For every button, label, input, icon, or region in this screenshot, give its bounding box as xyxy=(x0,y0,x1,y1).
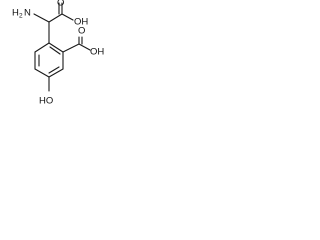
ring-bond-4 xyxy=(34,68,50,78)
phenol-hydroxyl-label: HO xyxy=(39,96,53,107)
acid-carbon-to-oh-bond xyxy=(78,43,91,51)
amine-label-h: H xyxy=(12,8,19,19)
ring-inner-double-1 xyxy=(49,46,61,55)
top-carbonyl-oxygen-label: O xyxy=(57,0,64,9)
right-carbonyl-oxygen-label: O xyxy=(78,26,85,37)
ring-inner-double-2 xyxy=(48,66,60,74)
alpha-carbon-to-carbonyl-bond xyxy=(48,13,63,23)
right-acid-hydroxyl-label: OH xyxy=(90,47,104,58)
carboxyl-single-bond xyxy=(61,13,74,21)
ring-bond-1 xyxy=(48,42,64,53)
benzene-ring xyxy=(34,42,64,78)
ring-bond-6 xyxy=(34,42,50,53)
alpha-amino-acid-group xyxy=(33,2,74,44)
amine-label-subscript: 2 xyxy=(19,13,23,20)
alpha-carbon-to-amine-bond xyxy=(33,13,50,23)
atom-labels: H 2 N O OH O OH HO xyxy=(12,0,104,107)
ring-to-acid-carbon-bond xyxy=(62,43,80,53)
structure-canvas: H 2 N O OH O OH HO xyxy=(0,0,107,122)
top-acid-hydroxyl-label: OH xyxy=(74,17,88,28)
chemical-structure: H 2 N O OH O OH HO xyxy=(12,0,104,107)
ring-bond-3 xyxy=(48,68,64,78)
ring-carboxylic-acid-group xyxy=(62,36,91,53)
amine-label-n: N xyxy=(24,8,31,19)
